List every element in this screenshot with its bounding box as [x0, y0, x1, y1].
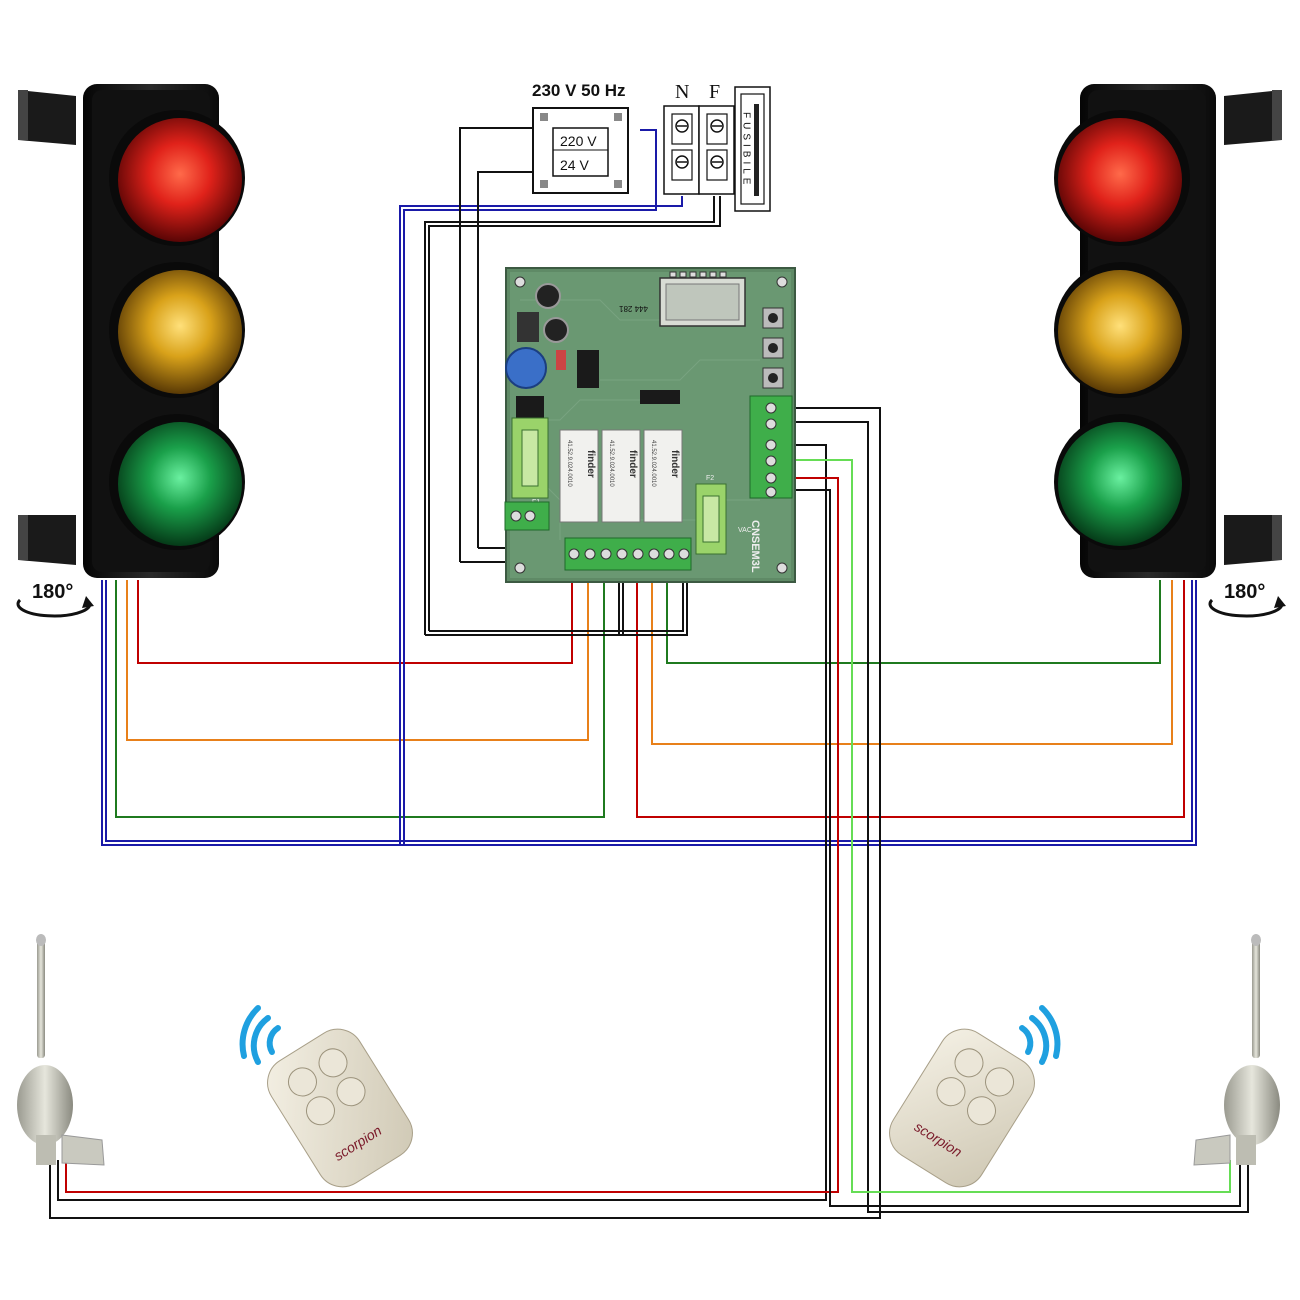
- wire-blue-supply-2: [403, 129, 657, 845]
- vac-label: VAC: [738, 527, 752, 534]
- relay-brand-label: finder: [627, 450, 638, 478]
- wire-ant-black-1: [49, 407, 881, 1219]
- relay-brand-label: finder: [585, 450, 596, 478]
- lamp-green: [109, 414, 245, 550]
- transformer: 220 V 24 V 230 V 50 Hz: [532, 81, 629, 194]
- wire-black-common-3: [425, 570, 688, 636]
- relay-code-label: 41.52.9.024.0010: [566, 440, 572, 487]
- control-board: 444 281 finder finder fi: [504, 267, 796, 583]
- wire-ant-red-1: [65, 477, 839, 1193]
- phase-label: F: [709, 81, 720, 103]
- wire-left-red: [137, 570, 573, 664]
- lamp-red: [1054, 110, 1190, 246]
- wire-ant-black-2: [790, 421, 1249, 1213]
- display-code-label: 444 281: [619, 304, 648, 313]
- rotation-arrow-icon: [1208, 596, 1286, 618]
- lamp-yellow: [109, 262, 245, 398]
- remote-right: scorpion: [889, 1028, 1035, 1188]
- lamp-green: [1054, 414, 1190, 550]
- neutral-label: N: [675, 81, 689, 103]
- wire-24v-a: [459, 127, 535, 562]
- wire-ant-green-1: [790, 459, 1231, 1193]
- fuse: FUSIBILE: [734, 86, 771, 212]
- board-button-icon: [762, 307, 784, 389]
- relay: finder finder finder 41.52.9.024.0010 41…: [559, 429, 683, 523]
- antenna-right: [1193, 934, 1280, 1166]
- wire-ant-black-4: [790, 489, 1241, 1207]
- relay-code-label: 41.52.9.024.0010: [608, 440, 614, 487]
- relay-brand-label: finder: [669, 450, 680, 478]
- wifi-signal-icon: [1019, 1005, 1061, 1065]
- antenna-left: [17, 934, 105, 1166]
- traffic-light-left: 180°: [16, 84, 245, 618]
- fuse-label: FUSIBILE: [741, 112, 752, 188]
- rotation-label: 180°: [32, 581, 73, 603]
- wire-left-blue-1: [101, 580, 1197, 846]
- relay-code-label: 41.52.9.024.0010: [650, 440, 656, 487]
- wire-left-green: [115, 570, 605, 818]
- secondary-voltage-label: 24 V: [560, 157, 589, 173]
- rotation-arrow-icon: [16, 596, 94, 618]
- wire-24v-c: [477, 171, 535, 548]
- supply-label: 230 V 50 Hz: [532, 81, 626, 100]
- wire-black-common-2: [428, 196, 721, 631]
- screw-icon: [675, 119, 724, 169]
- traffic-light-right: 180°: [1054, 84, 1286, 618]
- rotation-label: 180°: [1224, 581, 1265, 603]
- wire-left-orange: [126, 570, 589, 741]
- wifi-signal-icon: [239, 1005, 281, 1065]
- fuse-f2-label: F2: [706, 475, 714, 482]
- wire-right-red: [636, 570, 1185, 818]
- wire-black-common-1: [424, 196, 715, 635]
- wire-right-orange: [651, 570, 1173, 745]
- terminal-block: N F: [663, 81, 735, 195]
- lamp-red: [109, 110, 245, 246]
- wire-ant-black-3: [57, 444, 827, 1201]
- wire-layer: [49, 127, 1249, 1219]
- wire-right-green: [666, 570, 1161, 664]
- board-model-label: CNSEM3L: [749, 520, 761, 573]
- wire-black-common-4: [429, 570, 684, 632]
- remote-left: scorpion: [267, 1028, 413, 1188]
- lamp-yellow: [1054, 262, 1190, 398]
- primary-voltage-label: 220 V: [560, 133, 597, 149]
- wire-blue-supply-1: [399, 196, 683, 845]
- wire-left-blue-2: [105, 580, 1193, 842]
